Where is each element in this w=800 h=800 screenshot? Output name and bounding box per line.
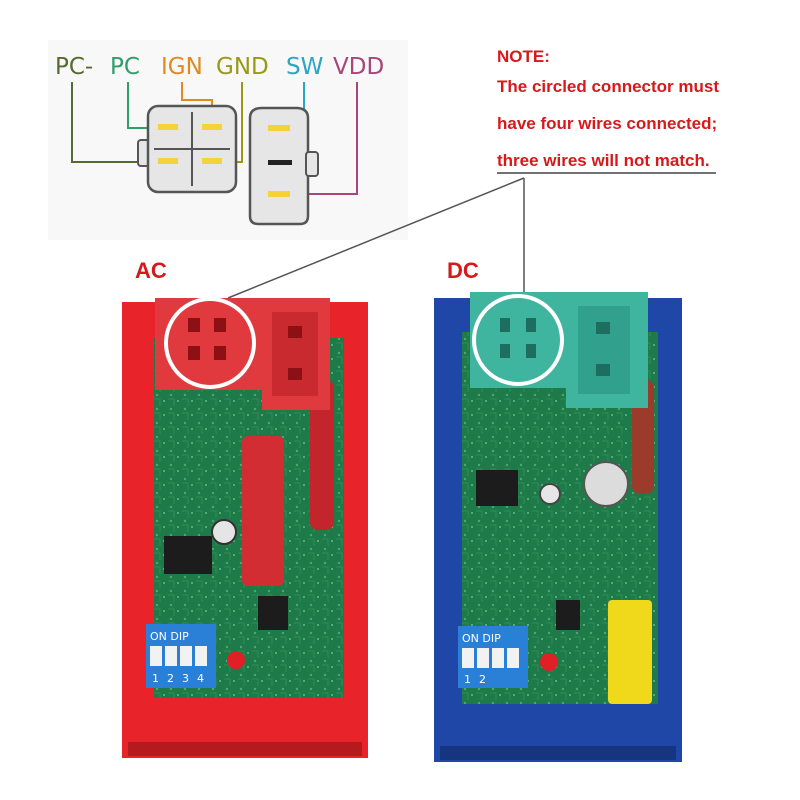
ac-dip-number-2: 2: [167, 672, 174, 685]
pin-labels: PC- PC IGN GND SW VDD: [55, 54, 384, 80]
note-line-2: have four wires connected;: [497, 114, 717, 133]
dc-capacitor: [583, 461, 629, 507]
dc-dip-header: ON DIP: [462, 632, 501, 645]
ac-dip-number-3: 3: [182, 672, 189, 685]
ac-capacitor: [242, 436, 284, 586]
dc-resistor: [632, 380, 654, 494]
wire-pc-minus: [71, 82, 166, 163]
dc-connector-highlight-circle: [472, 294, 564, 386]
ac-connector-highlight-circle: [164, 297, 256, 389]
four-pin-connector-diagram: [137, 104, 238, 194]
pin-label-vdd: VDD: [333, 54, 384, 80]
dc-dip-switch: ON DIP 1 2: [458, 626, 528, 688]
note-line-1: The circled connector must: [497, 77, 719, 96]
dc-label: DC: [447, 258, 479, 283]
pin-label-ign: IGN: [161, 54, 203, 80]
note-heading: NOTE:: [497, 47, 550, 66]
note-line-3: three wires will not match.: [497, 151, 710, 170]
dc-four-pin-connector: [470, 292, 566, 388]
callout-line-ac: [227, 177, 525, 299]
dc-unit: ON DIP 1 2: [434, 292, 682, 762]
pin-label-pc-minus: PC-: [55, 54, 93, 80]
ac-chip: [164, 536, 212, 574]
wiring-diagram: PC- PC IGN GND SW VDD: [48, 40, 408, 240]
pin-label-pc: PC: [110, 54, 140, 80]
ac-dip-number-1: 1: [152, 672, 159, 685]
ac-resistor: [310, 380, 334, 530]
ac-dip-switch: ON DIP 1 2 3 4: [146, 624, 216, 688]
dc-chip: [476, 470, 518, 506]
note-block: NOTE: The circled connector must have fo…: [497, 47, 719, 174]
dc-led: [540, 653, 558, 671]
dc-inductor: [608, 600, 652, 704]
dc-dip-number-2: 2: [479, 673, 486, 686]
pin-label-sw: SW: [286, 54, 323, 80]
ac-label: AC: [135, 258, 167, 283]
pin-label-gnd: GND: [216, 54, 269, 80]
ac-led: [227, 651, 245, 669]
ac-four-pin-connector: [155, 298, 262, 390]
callout-lines: [227, 177, 525, 299]
ac-dip-header: ON DIP: [150, 630, 189, 643]
wire-vdd: [290, 82, 358, 195]
ac-dip-number-4: 4: [197, 672, 204, 685]
ac-unit: ON DIP 1 2 3 4: [122, 297, 368, 758]
two-pin-connector-diagram: [248, 106, 319, 226]
dc-dip-number-1: 1: [464, 673, 471, 686]
